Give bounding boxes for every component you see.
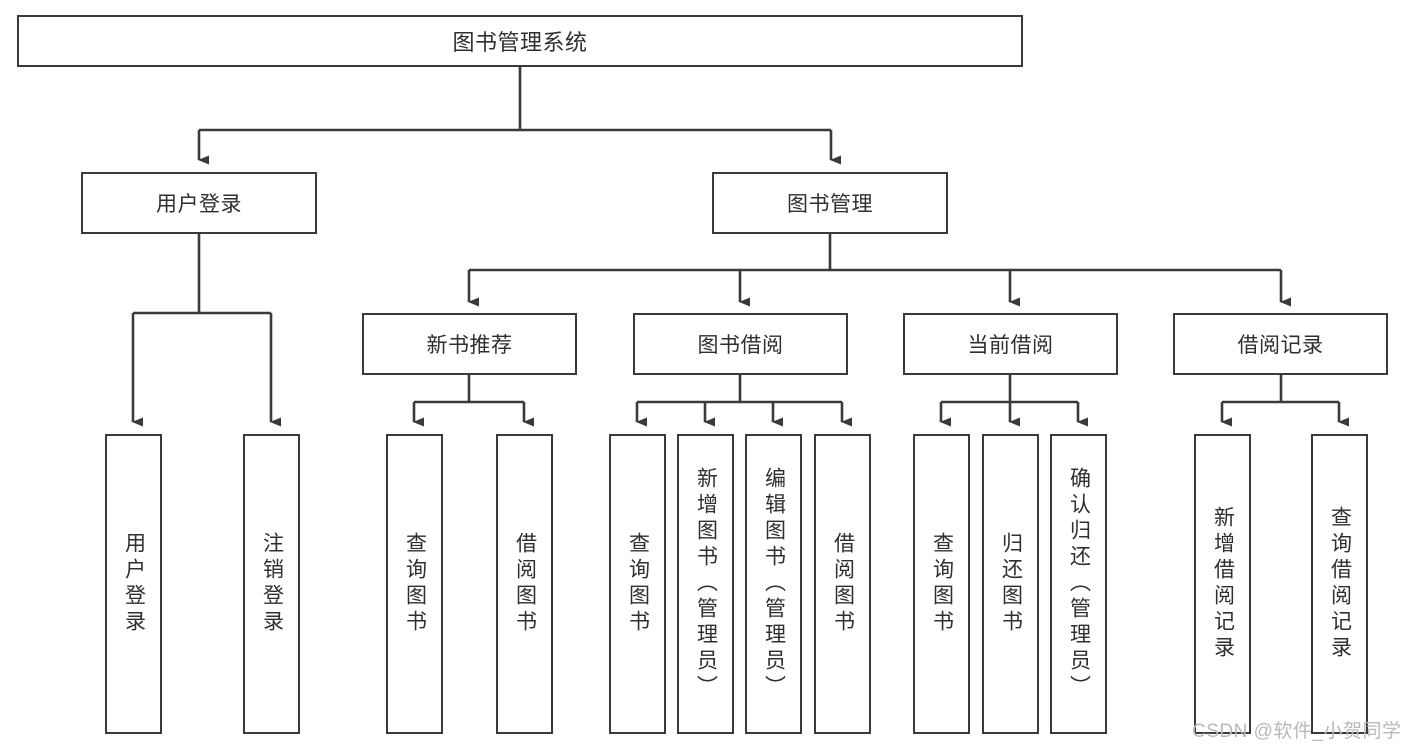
- leaf-add-book-admin[interactable]: 新增图书（管理员）: [677, 434, 734, 734]
- csdn-watermark: CSDN @软件_小贺同学: [1192, 721, 1402, 742]
- node-new-book-recommendation[interactable]: 新书推荐: [362, 313, 577, 375]
- leaf-query-books-current[interactable]: 查询图书: [913, 434, 970, 734]
- leaf-edit-book-admin[interactable]: 编辑图书（管理员）: [745, 434, 802, 734]
- node-current-borrowing[interactable]: 当前借阅: [903, 313, 1118, 375]
- leaf-logout[interactable]: 注销登录: [243, 434, 300, 734]
- node-book-borrowing[interactable]: 图书借阅: [633, 313, 848, 375]
- node-label: 新增借阅记录: [1211, 506, 1235, 662]
- node-label: 注销登录: [260, 532, 284, 636]
- node-label: 图书管理系统: [452, 30, 588, 55]
- node-label: 当前借阅: [967, 334, 1054, 357]
- leaf-user-login[interactable]: 用户登录: [105, 434, 162, 734]
- node-label: 借阅图书: [831, 532, 855, 636]
- node-label: 查询图书: [403, 532, 427, 636]
- leaf-confirm-return-admin[interactable]: 确认归还（管理员）: [1050, 434, 1107, 734]
- node-label: 新增图书（管理员）: [694, 467, 718, 701]
- leaf-query-borrow-record[interactable]: 查询借阅记录: [1311, 434, 1368, 734]
- node-label: 用户登录: [156, 193, 242, 216]
- node-user-login[interactable]: 用户登录: [81, 172, 317, 234]
- node-label: 确认归还（管理员）: [1067, 467, 1091, 701]
- node-label: 借阅图书: [513, 532, 537, 636]
- node-label: 查询借阅记录: [1328, 506, 1352, 662]
- leaf-borrow-books-recommend[interactable]: 借阅图书: [496, 434, 553, 734]
- node-root-book-management-system[interactable]: 图书管理系统: [17, 15, 1023, 67]
- node-label: 查询图书: [930, 532, 954, 636]
- leaf-return-books[interactable]: 归还图书: [982, 434, 1039, 734]
- node-book-management[interactable]: 图书管理: [712, 172, 948, 234]
- node-label: 图书管理: [787, 193, 873, 216]
- node-label: 归还图书: [999, 532, 1023, 636]
- node-label: 新书推荐: [426, 334, 513, 357]
- leaf-query-books-borrow[interactable]: 查询图书: [609, 434, 666, 734]
- leaf-add-borrow-record[interactable]: 新增借阅记录: [1194, 434, 1251, 734]
- node-label: 借阅记录: [1237, 334, 1324, 357]
- leaf-borrow-books[interactable]: 借阅图书: [814, 434, 871, 734]
- leaf-query-books-recommend[interactable]: 查询图书: [386, 434, 443, 734]
- node-label: 用户登录: [122, 532, 146, 636]
- node-label: 编辑图书（管理员）: [762, 467, 786, 701]
- node-label: 查询图书: [626, 532, 650, 636]
- node-borrowing-records[interactable]: 借阅记录: [1173, 313, 1388, 375]
- node-label: 图书借阅: [697, 334, 784, 357]
